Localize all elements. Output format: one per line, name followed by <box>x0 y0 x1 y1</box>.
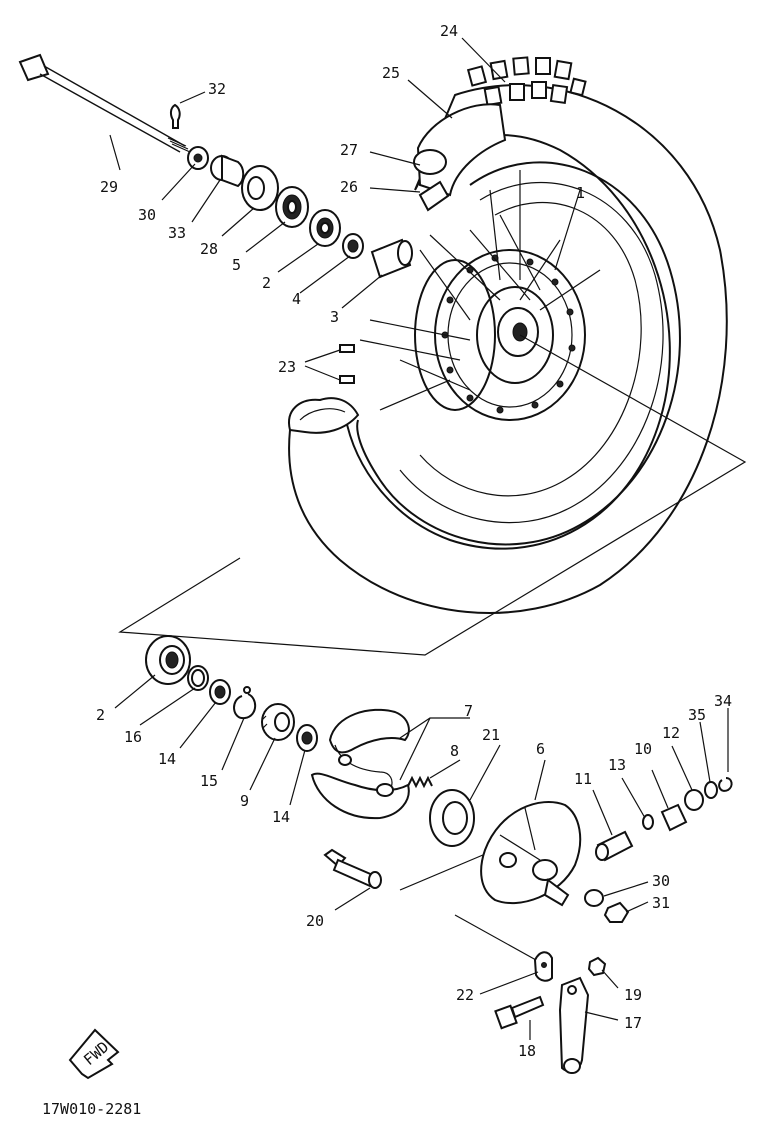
callout-7: 7 <box>464 702 473 720</box>
callout-17: 17 <box>624 1014 642 1032</box>
wheel-assembly <box>288 56 728 614</box>
meter-gear <box>261 703 295 741</box>
brake-camshaft <box>323 848 382 889</box>
dust-seal <box>241 165 279 211</box>
callout-11: 11 <box>574 770 592 788</box>
callout-14-right: 14 <box>272 808 290 826</box>
callout-12: 12 <box>662 724 680 742</box>
callout-21: 21 <box>482 726 500 744</box>
valve-stem <box>418 180 450 212</box>
oil-seal <box>429 789 475 847</box>
callout-25: 25 <box>382 64 400 82</box>
collar <box>210 154 245 188</box>
callout-31: 31 <box>652 894 670 912</box>
spoke-nipple <box>339 375 355 384</box>
axis-line <box>118 334 747 656</box>
snap-ring <box>233 686 257 720</box>
plate-nut <box>603 901 630 923</box>
bearing-lower <box>145 635 191 685</box>
lever-nut <box>587 956 607 977</box>
spacer <box>370 238 413 279</box>
circlip-lower <box>187 665 209 691</box>
callout-18: 18 <box>518 1042 536 1060</box>
brake-plate <box>480 801 582 907</box>
diagram-code: 17W010-2281 <box>42 1100 141 1118</box>
callout-2-lower: 2 <box>96 706 105 724</box>
callout-9: 9 <box>240 792 249 810</box>
bearing-upper <box>275 186 309 228</box>
callout-33: 33 <box>168 224 186 242</box>
callout-13: 13 <box>608 756 626 774</box>
callout-10: 10 <box>634 740 652 758</box>
callout-16: 16 <box>124 728 142 746</box>
callout-27: 27 <box>340 141 358 159</box>
spokes <box>359 170 601 411</box>
callout-28: 28 <box>200 240 218 258</box>
meter-drive <box>595 777 733 862</box>
callout-3: 3 <box>330 308 339 326</box>
callout-23: 23 <box>278 358 296 376</box>
plate-washer <box>584 889 604 907</box>
brake-shoes <box>310 708 410 820</box>
washer-lower-2 <box>296 724 318 752</box>
leader-lines <box>109 37 729 1040</box>
callout-34: 34 <box>714 692 732 710</box>
callout-22: 22 <box>456 986 474 1004</box>
callout-4: 4 <box>292 290 301 308</box>
spoke-nipple <box>339 344 355 353</box>
callout-29: 29 <box>100 178 118 196</box>
washer-lower <box>209 679 231 705</box>
callout-24: 24 <box>440 22 458 40</box>
callout-8: 8 <box>450 742 459 760</box>
callout-26: 26 <box>340 178 358 196</box>
callout-15: 15 <box>200 772 218 790</box>
wheel-hub <box>414 249 586 421</box>
lever-bolt <box>494 995 545 1030</box>
shoe-spring <box>407 775 433 789</box>
fwd-arrow-icon: FWD <box>68 1028 120 1080</box>
callout-14-left: 14 <box>158 750 176 768</box>
callout-2-upper: 2 <box>262 274 271 292</box>
callout-30-lower: 30 <box>652 872 670 890</box>
callout-30-upper: 30 <box>138 206 156 224</box>
callout-32: 32 <box>208 80 226 98</box>
callout-6: 6 <box>536 740 545 758</box>
callout-19: 19 <box>624 986 642 1004</box>
callout-20: 20 <box>306 912 324 930</box>
rim <box>356 161 681 546</box>
brake-cam-lever <box>558 976 590 1074</box>
axle <box>18 53 191 153</box>
circlip-upper <box>342 233 364 259</box>
bearing-upper-2 <box>309 209 341 247</box>
callout-5: 5 <box>232 256 241 274</box>
wear-indicator <box>533 951 553 982</box>
callout-35: 35 <box>688 706 706 724</box>
callout-labels: 24 25 27 26 1 32 29 30 33 28 5 2 4 3 23 … <box>42 22 732 1118</box>
callout-1: 1 <box>576 184 585 202</box>
cotter-pin <box>169 103 181 129</box>
